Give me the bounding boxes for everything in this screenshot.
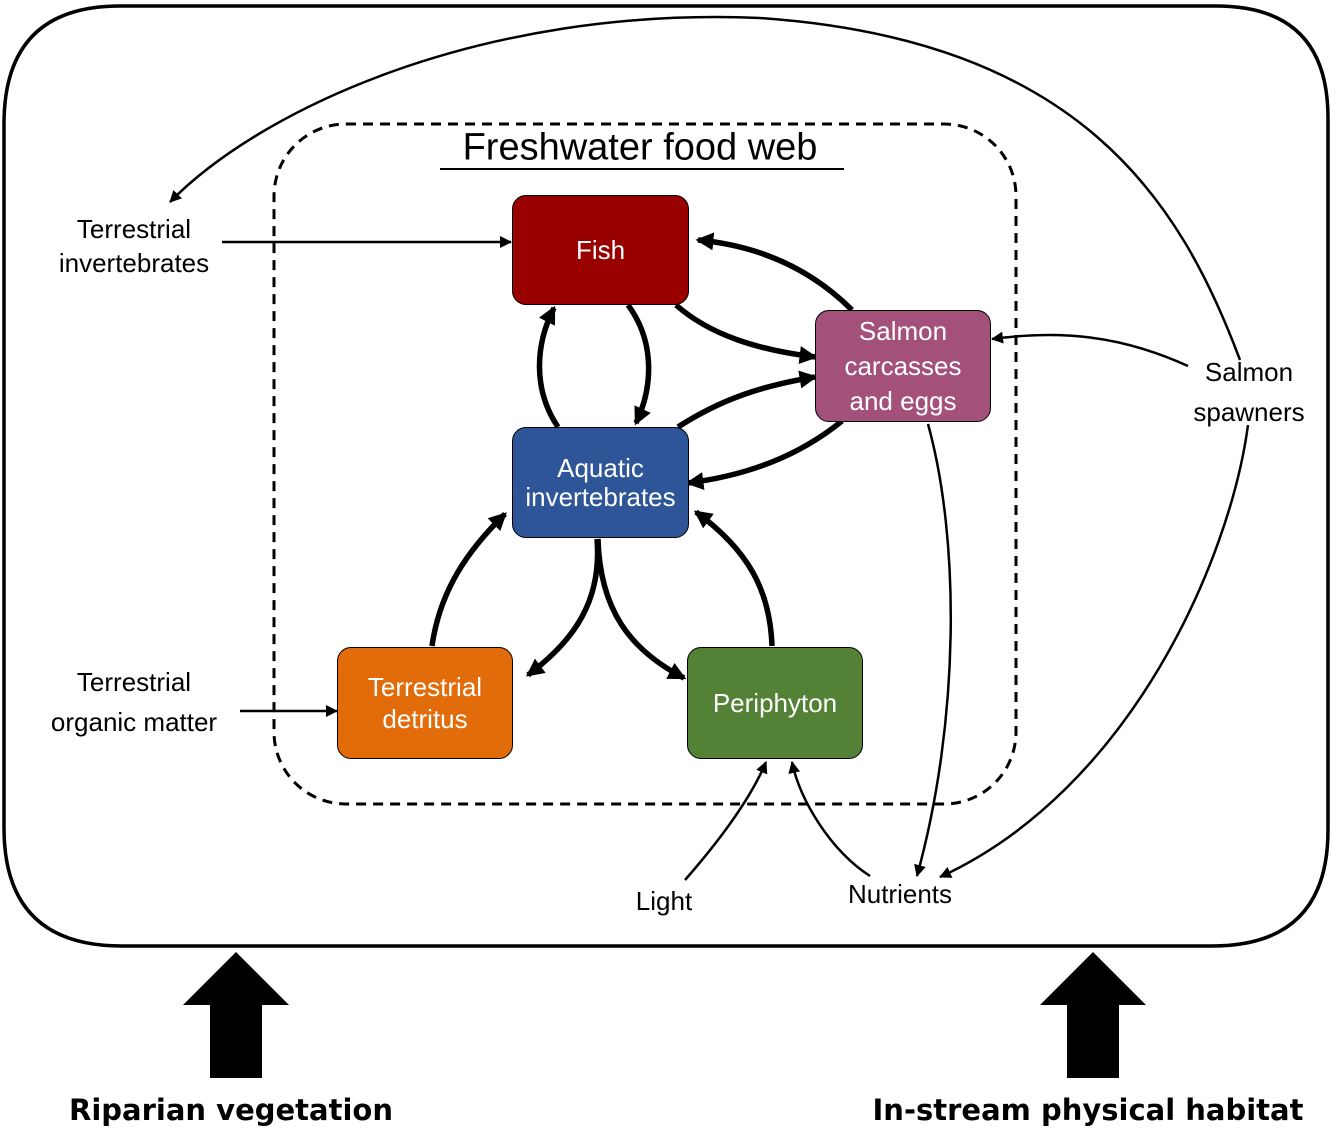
node-periphyton-label: Periphyton bbox=[712, 688, 838, 718]
node-terrestrial-detritus: Terrestrial detritus bbox=[337, 647, 513, 759]
node-salmon-carcasses-line-2: carcasses bbox=[844, 350, 962, 381]
arrow-nutrients-to-periphyton bbox=[788, 761, 871, 878]
driver-riparian-vegetation: Riparian vegetation bbox=[69, 1093, 393, 1127]
node-aquatic-invertebrates: Aquatic invertebrates bbox=[512, 427, 689, 538]
node-salmon-carcasses-line-3: and eggs bbox=[849, 385, 957, 416]
input-terrestrial-invertebrates: Terrestrial invertebrates bbox=[59, 212, 209, 280]
title-underline bbox=[440, 168, 844, 170]
instream-habitat-arrow bbox=[1040, 952, 1146, 1078]
arrow-salmon-carcasses-to-aquatic-invertebrates bbox=[685, 418, 844, 490]
arrow-aquatic-invertebrates-to-detritus bbox=[525, 538, 601, 678]
input-terrestrial-organic-matter-line-1: Terrestrial bbox=[76, 667, 192, 697]
node-terrestrial-detritus-line-1: Terrestrial bbox=[367, 672, 483, 702]
riparian-vegetation-arrow bbox=[183, 952, 289, 1078]
input-salmon-spawners-line-2: spawners bbox=[1193, 397, 1305, 427]
arrow-salmon-carcasses-to-nutrients bbox=[914, 423, 953, 877]
arrow-light-to-periphyton bbox=[684, 761, 768, 881]
food-web-boundary bbox=[272, 122, 1018, 806]
arrow-spawners-to-terrestrial-invertebrates bbox=[169, 15, 1242, 361]
arrow-aquatic-invertebrates-to-salmon-carcasses bbox=[676, 370, 818, 430]
arrow-periphyton-to-aquatic-invertebrates bbox=[693, 509, 775, 647]
arrow-fish-to-aquatic-invertebrates bbox=[625, 303, 652, 426]
input-terrestrial-organic-matter: Terrestrial organic matter bbox=[51, 662, 217, 742]
outer-boundary bbox=[2, 4, 1330, 948]
node-periphyton: Periphyton bbox=[687, 647, 863, 759]
node-salmon-carcasses-line-1: Salmon bbox=[858, 315, 948, 346]
arrow-spawners-to-nutrients bbox=[939, 424, 1250, 879]
arrow-aquatic-invertebrates-to-fish bbox=[536, 305, 561, 429]
arrow-aquatic-invertebrates-to-periphyton bbox=[595, 538, 687, 681]
input-light: Light bbox=[635, 886, 693, 916]
node-fish: Fish bbox=[512, 195, 689, 305]
input-terrestrial-organic-matter-line-2: organic matter bbox=[50, 707, 218, 737]
diagram-title: Freshwater food web bbox=[462, 126, 818, 169]
node-fish-label: Fish bbox=[575, 235, 626, 265]
node-salmon-carcasses: Salmon carcasses and eggs bbox=[815, 310, 991, 422]
input-terrestrial-invertebrates-line-2: invertebrates bbox=[58, 248, 210, 278]
input-terrestrial-invertebrates-line-1: Terrestrial bbox=[76, 214, 192, 244]
arrow-fish-to-salmon-carcasses bbox=[674, 302, 818, 365]
node-terrestrial-detritus-line-2: detritus bbox=[382, 704, 468, 734]
input-salmon-spawners-line-1: Salmon bbox=[1204, 357, 1294, 387]
arrow-salmon-carcasses-to-fish bbox=[695, 232, 854, 312]
arrow-detritus-to-aquatic-invertebrates bbox=[429, 512, 507, 647]
arrow-spawners-to-salmon-carcasses bbox=[991, 331, 1189, 368]
input-nutrients: Nutrients bbox=[847, 879, 953, 909]
input-salmon-spawners: Salmon spawners bbox=[1193, 352, 1304, 432]
driver-instream-habitat: In-stream physical habitat bbox=[872, 1093, 1304, 1127]
node-aquatic-invertebrates-line-1: Aquatic bbox=[557, 452, 644, 483]
node-aquatic-invertebrates-line-2: invertebrates bbox=[525, 481, 676, 512]
